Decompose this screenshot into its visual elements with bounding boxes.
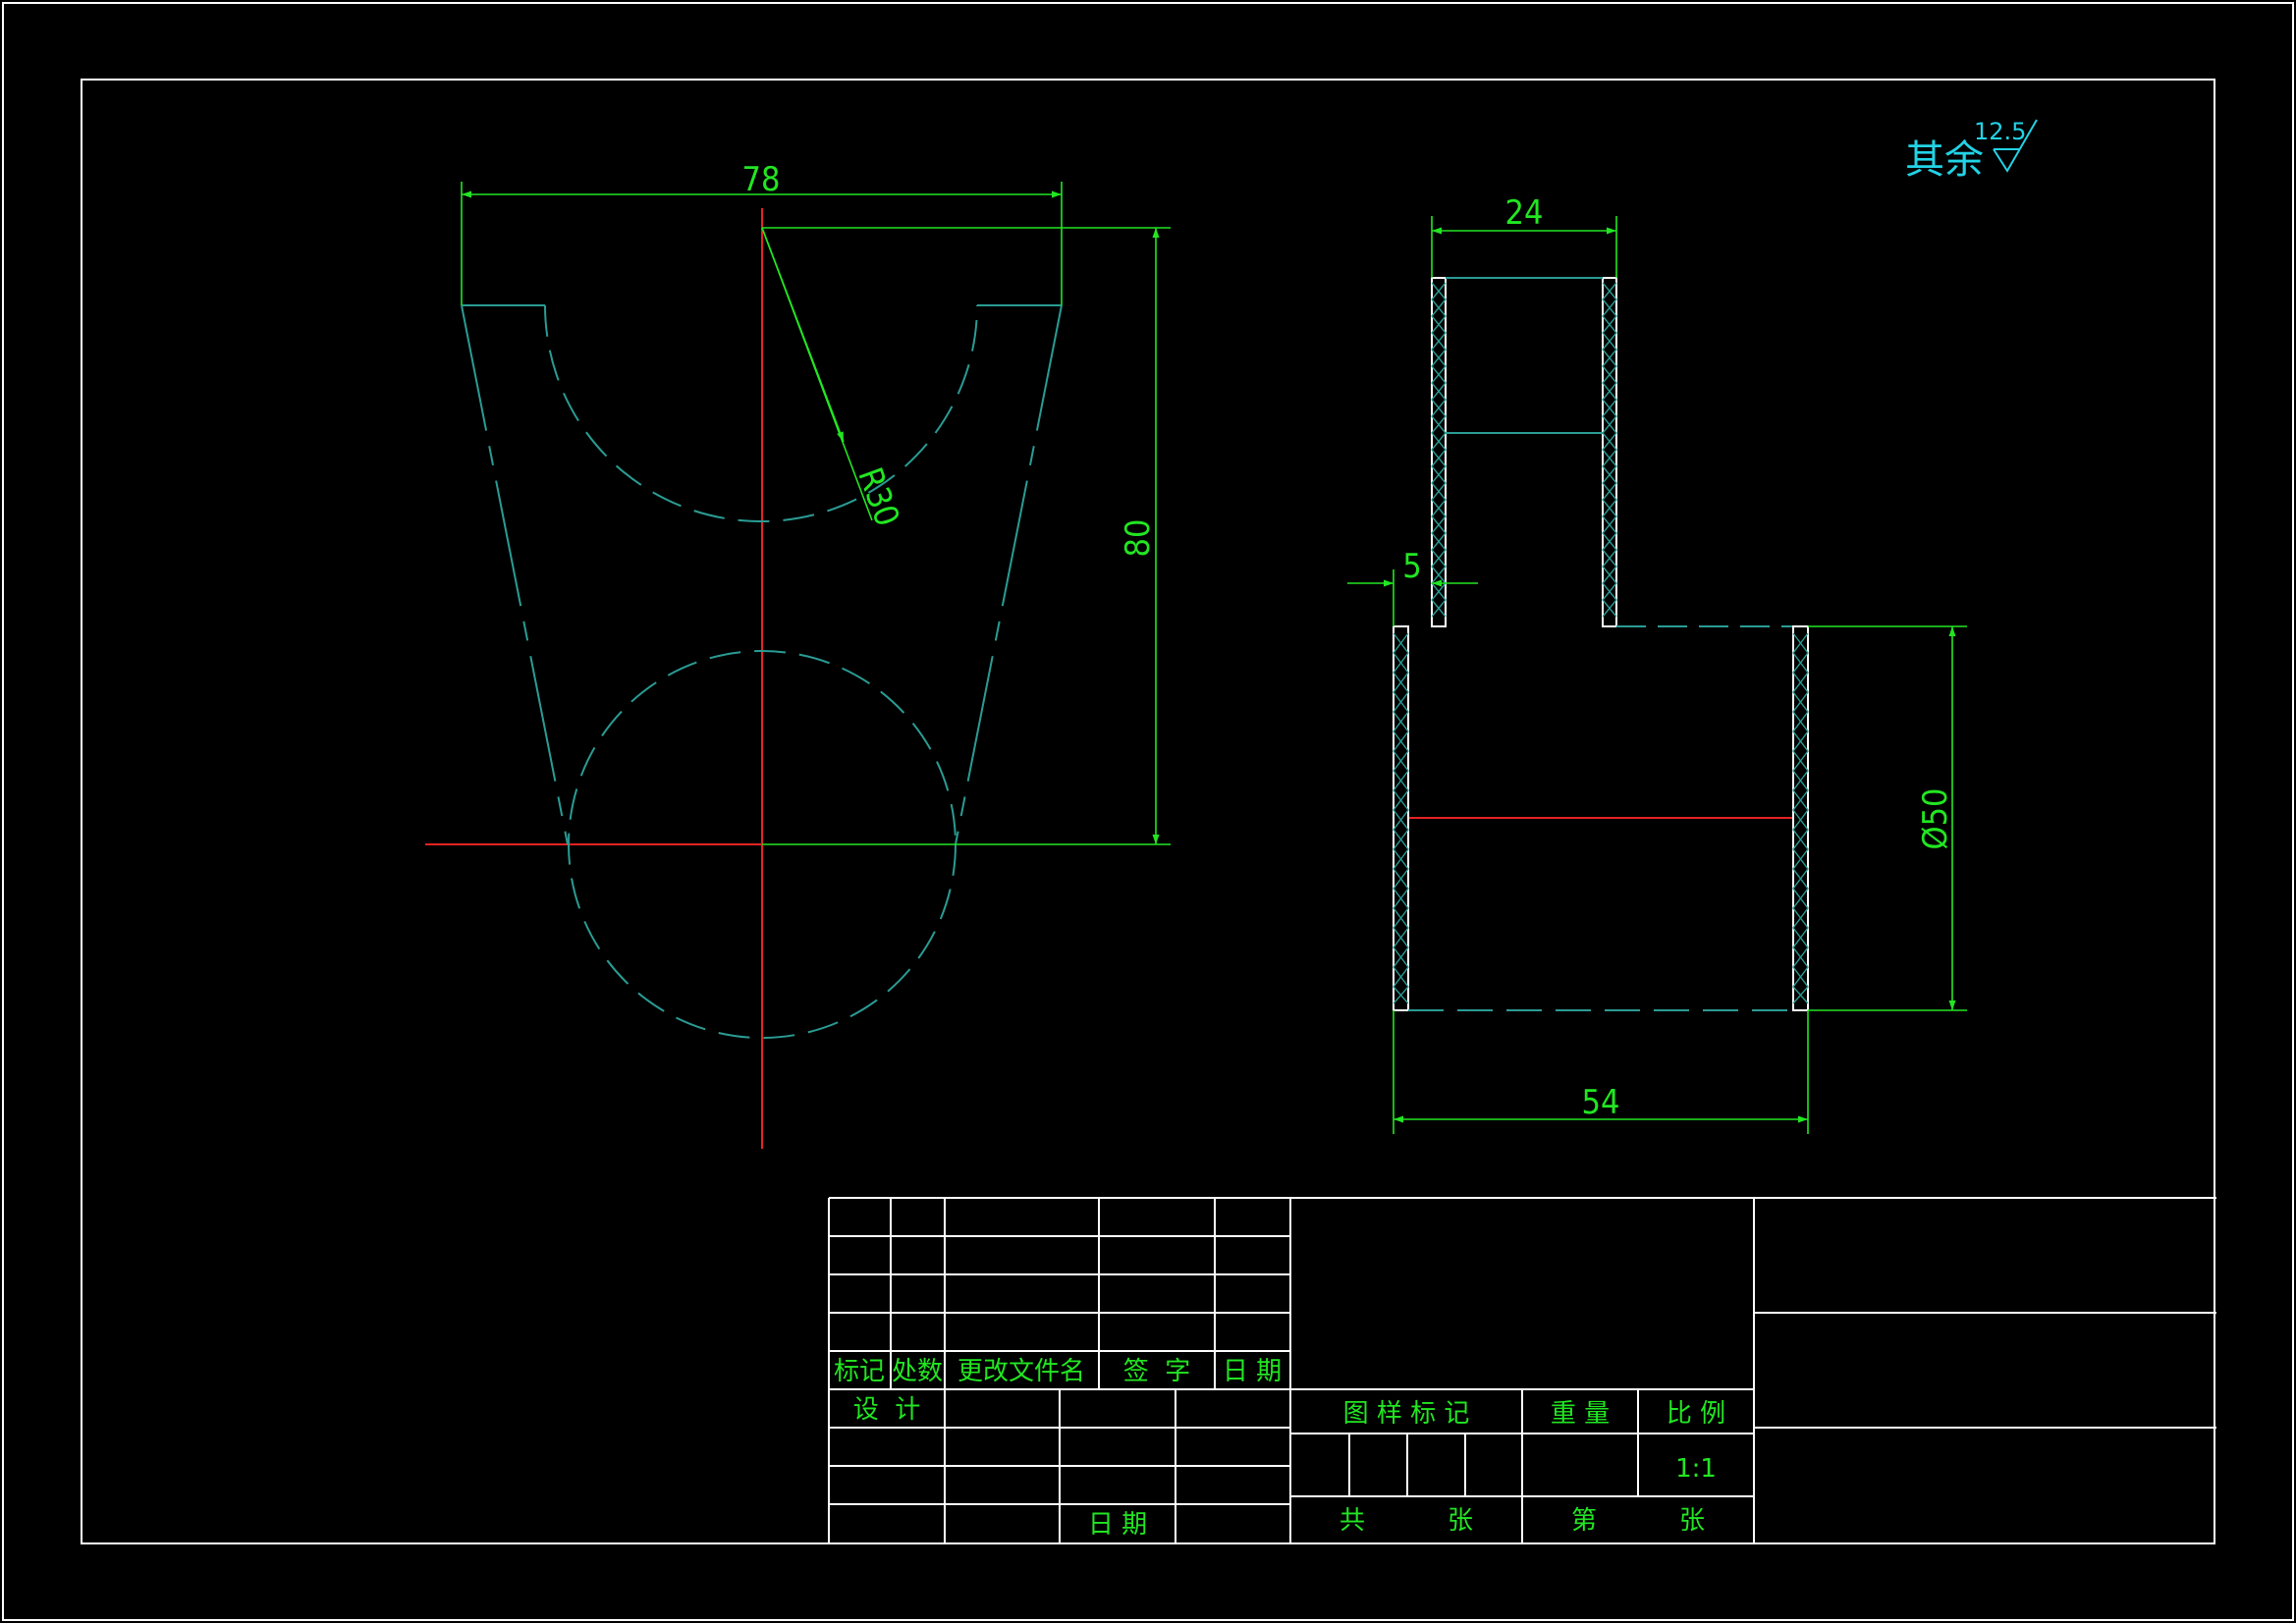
dim-text-78: 78 bbox=[742, 160, 781, 199]
left-view: 78 80 R30 bbox=[425, 160, 1171, 1149]
right-view: 24 5 Ø50 54 bbox=[1347, 193, 1967, 1134]
dim-text-diameter-50: Ø50 bbox=[1916, 788, 1955, 850]
header-change-doc: 更改文件名 bbox=[957, 1357, 1085, 1386]
roughness-value: 12.5 bbox=[1974, 118, 2026, 145]
sheet-no-label: 第 bbox=[1571, 1506, 1597, 1536]
dim-width-54 bbox=[1393, 1010, 1809, 1134]
dim-radius-r30 bbox=[761, 227, 873, 521]
roughness-label: 其余 bbox=[1905, 137, 1984, 183]
scale-value: 1:1 bbox=[1675, 1454, 1717, 1484]
dim-text-80: 80 bbox=[1119, 519, 1158, 558]
lower-tube bbox=[1393, 625, 1809, 1011]
weight-label: 重 量 bbox=[1551, 1399, 1610, 1429]
total-label: 共 bbox=[1339, 1506, 1365, 1536]
dim-width-78 bbox=[461, 182, 1063, 305]
dim-text-5: 5 bbox=[1402, 547, 1421, 586]
marking-label: 图 样 标 记 bbox=[1343, 1399, 1470, 1429]
dim-diameter-50 bbox=[1808, 625, 1967, 1011]
header-signature: 签 字 bbox=[1123, 1357, 1191, 1386]
header-count: 处数 bbox=[892, 1357, 943, 1386]
sheet-word: 张 bbox=[1448, 1506, 1473, 1536]
header-date: 日 期 bbox=[1223, 1357, 1282, 1386]
title-block bbox=[828, 1197, 2216, 1543]
dim-text-r30: R30 bbox=[849, 462, 906, 531]
dim-height-80 bbox=[762, 227, 1171, 845]
dim-text-54: 54 bbox=[1582, 1083, 1620, 1122]
dim-wall-5 bbox=[1347, 569, 1478, 626]
scale-label: 比 例 bbox=[1667, 1399, 1725, 1429]
upper-tube bbox=[1431, 277, 1793, 627]
title-block-text: 标记 处数 更改文件名 签 字 日 期 设 计 日 期 图 样 标 记 重 量 … bbox=[834, 1357, 1725, 1540]
sheet-word-2: 张 bbox=[1679, 1506, 1705, 1536]
inner-frame bbox=[81, 79, 2215, 1544]
roughness-symbol: 其余 12.5 bbox=[1905, 118, 2038, 183]
date-label: 日 期 bbox=[1088, 1510, 1147, 1540]
dim-width-24 bbox=[1431, 216, 1617, 278]
design-label: 设 计 bbox=[853, 1395, 921, 1425]
header-mark: 标记 bbox=[834, 1357, 885, 1386]
dim-text-24: 24 bbox=[1505, 193, 1544, 233]
